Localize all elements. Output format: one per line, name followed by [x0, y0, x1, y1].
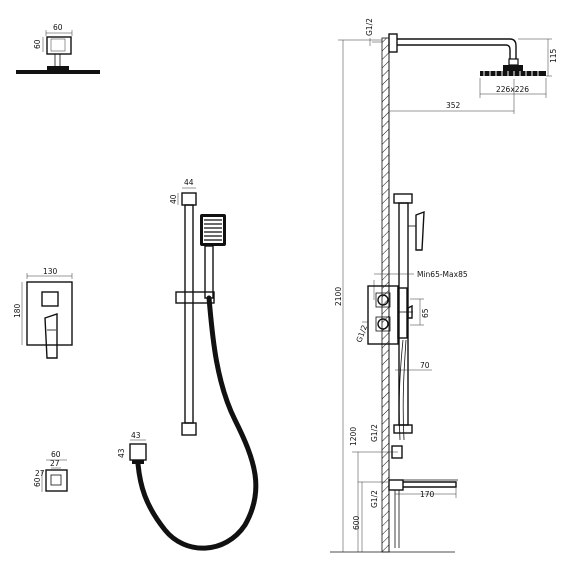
mixer-plate-view: 130 180 — [13, 267, 73, 359]
thread-spout-label: G1/2 — [370, 490, 379, 508]
valve-height-label: 65 — [421, 308, 430, 318]
arm-height-label: 115 — [549, 48, 558, 63]
total-height-label: 2100 — [334, 287, 343, 306]
head-height-label: 60 — [33, 39, 42, 49]
thread-valve-label: G1/2 — [354, 324, 369, 344]
connector-height-label: 43 — [117, 448, 126, 458]
rail-height-label: 40 — [169, 194, 178, 204]
diverter-knob — [41, 291, 59, 307]
mid-height-label: 1200 — [349, 427, 358, 446]
connector-width-label: 43 — [131, 431, 141, 440]
slide-rail-assembly: 44 40 — [169, 178, 226, 436]
shower-head-top-view: 60 60 — [16, 23, 100, 74]
spout-length-label: 170 — [420, 490, 435, 499]
spout-body — [388, 479, 404, 491]
arm-wall-block — [388, 33, 398, 53]
elbow-height-label: 60 — [33, 477, 42, 487]
rail-offset-label: 70 — [420, 361, 430, 370]
mixer-width-label: 130 — [43, 267, 58, 276]
rail-bottom-bracket — [181, 422, 197, 436]
head-plate — [16, 70, 100, 74]
rail-holder — [175, 291, 215, 304]
head-size-label: 226x226 — [496, 85, 529, 94]
side-elevation-view: G1/2 115 226x226 352 — [330, 18, 558, 553]
elbow-outlet-view: 60 27 60 27 — [33, 450, 68, 492]
spout — [403, 481, 457, 488]
connector-plate — [129, 443, 147, 461]
thread-mid-label: G1/2 — [370, 424, 379, 442]
elbow-width-label: 60 — [51, 450, 61, 459]
elbow-inner-width-label: 27 — [50, 459, 60, 468]
recess-depth-label: Min65-Max85 — [417, 270, 468, 279]
mixer-lever — [44, 313, 58, 359]
hose-connector-view: 43 43 — [117, 431, 147, 464]
arm-block — [46, 36, 72, 55]
mixer-height-label: 180 — [13, 303, 22, 318]
shower-hose — [135, 295, 259, 551]
spout-height-label: 600 — [352, 515, 361, 530]
mixer-plate — [26, 281, 73, 346]
thread-top-label: G1/2 — [365, 18, 374, 36]
elbow-plate — [45, 469, 68, 492]
rail-top-bracket — [181, 192, 197, 206]
rain-head — [480, 71, 546, 76]
rail-bar — [184, 204, 194, 424]
elbow-inner-height-label: 27 — [35, 469, 45, 478]
hand-shower-handle — [204, 245, 214, 299]
rail-width-label: 44 — [184, 178, 194, 187]
head-width-label: 60 — [53, 23, 63, 32]
arm-length-label: 352 — [446, 101, 461, 110]
